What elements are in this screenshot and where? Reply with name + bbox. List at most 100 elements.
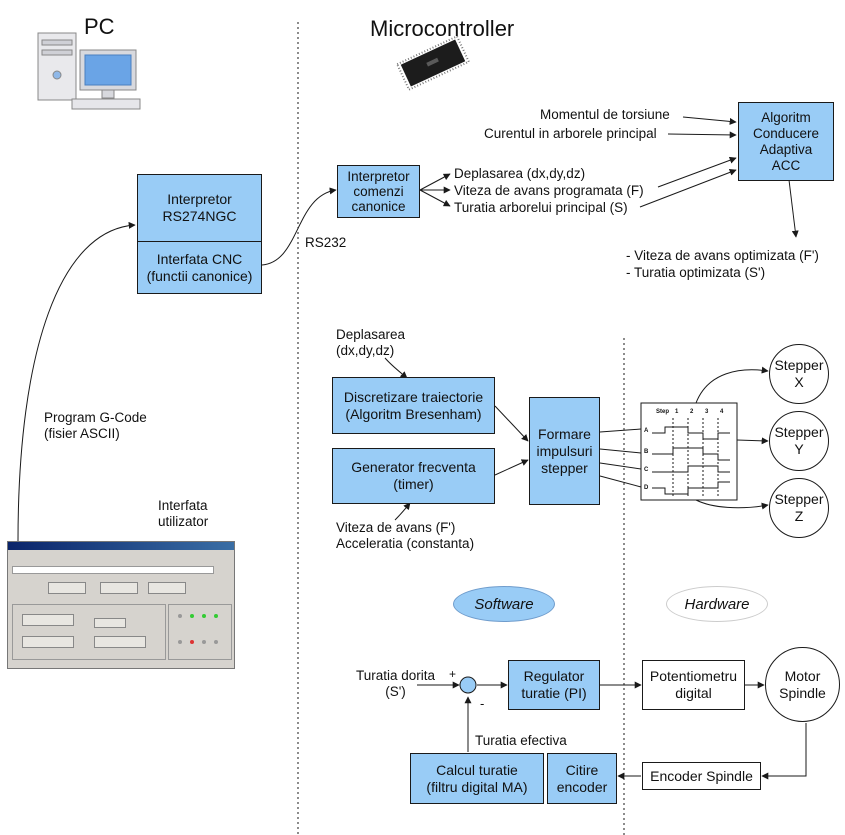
microcontroller-header: Microcontroller xyxy=(370,16,515,41)
canon-output-spindle: Turatia arborelui principal (S) xyxy=(454,200,628,215)
acc-box-line3: Adaptiva xyxy=(759,141,813,157)
software-ellipse: Software xyxy=(453,586,555,622)
ui-thumb-button xyxy=(100,582,138,594)
timing-step-1: 1 xyxy=(675,409,679,415)
rs232-link xyxy=(261,187,337,266)
waveform-a xyxy=(652,426,730,440)
read-line1: Citire xyxy=(565,761,599,778)
ui-thumb-led xyxy=(214,640,218,644)
user-interface-line2: utilizator xyxy=(158,514,209,529)
pulse-c xyxy=(599,462,642,470)
acc-in-current xyxy=(667,131,737,139)
cnc-interface-subtitle: (functii canonice) xyxy=(146,267,253,284)
discr-line1: Discretizare traiectorie xyxy=(343,388,484,405)
acc-box-line1: Algoritm xyxy=(761,109,811,125)
discr-to-form xyxy=(494,405,529,442)
feed-input-label: Viteza de avans (F') Acceleratia (consta… xyxy=(336,520,474,552)
pot-line1: Potentiometru xyxy=(649,668,738,684)
displacement-line2: (dx,dy,dz) xyxy=(336,343,395,358)
ui-thumb-led xyxy=(178,614,182,618)
timing-phase-d: D xyxy=(644,485,649,491)
ui-thumb-led xyxy=(190,614,194,618)
canonical-interpreter-box: Interpretor comenzi canonice xyxy=(337,165,420,218)
ui-thumb-path-field xyxy=(12,566,214,574)
timing-phase-c: C xyxy=(644,467,649,473)
gen-to-form xyxy=(494,459,529,476)
waveform-c xyxy=(652,465,730,473)
acc-output-speed: - Turatia optimizata (S') xyxy=(626,265,766,280)
pc-header: PC xyxy=(84,14,115,39)
ui-thumb-titlebar xyxy=(8,542,234,550)
to-stepper-y xyxy=(736,437,769,445)
speed-regulator-box: Regulator turatie (PI) xyxy=(508,660,600,710)
form-line3: stepper xyxy=(541,459,588,476)
user-interface-screenshot xyxy=(7,541,235,669)
ui-thumb-button xyxy=(94,636,146,648)
pulse-a xyxy=(599,428,642,433)
effective-speed-label: Turatia efectiva xyxy=(475,733,567,748)
desired-line1: Turatia dorita xyxy=(356,668,436,683)
stepper-y-axis: Y xyxy=(794,441,804,457)
reg-line1: Regulator xyxy=(523,668,585,684)
gen-line1: Generator frecventa xyxy=(351,459,476,475)
pc-icon xyxy=(37,32,141,110)
motor-line2: Spindle xyxy=(779,684,826,701)
gen-line2: (timer) xyxy=(393,476,434,492)
stepper-z-circle: Stepper Z xyxy=(769,478,829,538)
motor-line1: Motor xyxy=(784,667,821,684)
ui-thumb-led xyxy=(202,614,206,618)
stepper-y-circle: Stepper Y xyxy=(769,411,829,471)
stepper-z-axis: Z xyxy=(794,508,804,524)
acc-in-torque xyxy=(682,116,737,125)
ui-thumb-button xyxy=(148,582,186,594)
ui-thumb-led xyxy=(202,640,206,644)
form-line2: impulsuri xyxy=(536,442,593,459)
timing-phase-a: A xyxy=(644,428,649,434)
calc-line1: Calcul turatie xyxy=(436,761,518,778)
desired-speed-label: Turatia dorita (S') xyxy=(356,668,435,700)
program-gcode-line2: (fisier ASCII) xyxy=(44,426,120,441)
timing-phase-b: B xyxy=(644,449,649,455)
encoder-spindle-box: Encoder Spindle xyxy=(642,762,761,790)
canon-out-1 xyxy=(419,173,451,191)
gcode-link xyxy=(17,221,136,542)
waveform-b xyxy=(652,447,730,461)
cnc-interface-title: Interfata CNC xyxy=(156,250,243,267)
pulse-d xyxy=(599,475,642,488)
canon-output-displacement: Deplasarea (dx,dy,dz) xyxy=(454,166,586,181)
acc-out xyxy=(788,179,799,238)
pulse-forming-box: Formare impulsuri stepper xyxy=(529,397,600,505)
feed-line1: Viteza de avans (F') xyxy=(336,520,456,535)
ui-thumb-button xyxy=(94,618,126,628)
speed-calculation-box: Calcul turatie (filtru digital MA) xyxy=(410,753,544,804)
ui-thumb-led xyxy=(214,614,218,618)
sum-plus-sign: + xyxy=(449,667,457,681)
program-gcode-label: Program G-Code (fisier ASCII) xyxy=(44,410,147,442)
interpreter-subtitle: RS274NGC xyxy=(162,208,237,224)
user-interface-line1: Interfata xyxy=(158,498,208,513)
motor-spindle-circle: Motor Spindle xyxy=(765,647,840,722)
timing-step-4: 4 xyxy=(720,409,724,415)
ui-thumb-led xyxy=(190,640,194,644)
displacement-line1: Deplasarea xyxy=(336,327,406,342)
encoder-reading-box: Citire encoder xyxy=(547,753,617,804)
displacement-input-label: Deplasarea (dx,dy,dz) xyxy=(336,327,405,359)
reg-line2: turatie (PI) xyxy=(521,685,587,701)
timing-step-2: 2 xyxy=(690,409,694,415)
timing-step-label: Step xyxy=(656,409,670,415)
interpreter-title: Interpretor xyxy=(167,191,232,207)
motor-to-enc xyxy=(761,723,807,780)
program-gcode-line1: Program G-Code xyxy=(44,410,147,425)
ui-thumb-led xyxy=(178,640,182,644)
pulse-b xyxy=(599,448,642,454)
timing-diagram xyxy=(640,402,738,501)
sum-minus-sign: - xyxy=(480,696,485,711)
stepper-z-word: Stepper xyxy=(774,491,824,507)
acc-in-speed xyxy=(639,168,737,208)
acc-in-feed xyxy=(657,156,737,188)
stepper-x-circle: Stepper X xyxy=(769,344,829,404)
feed-line2: Acceleratia (constanta) xyxy=(336,536,475,551)
acc-box-line4: ACC xyxy=(771,157,801,173)
canon-output-feedrate: Viteza de avans programata (F) xyxy=(454,183,644,198)
interpreter-rs274ngc-box: Interpretor RS274NGC xyxy=(137,174,262,242)
